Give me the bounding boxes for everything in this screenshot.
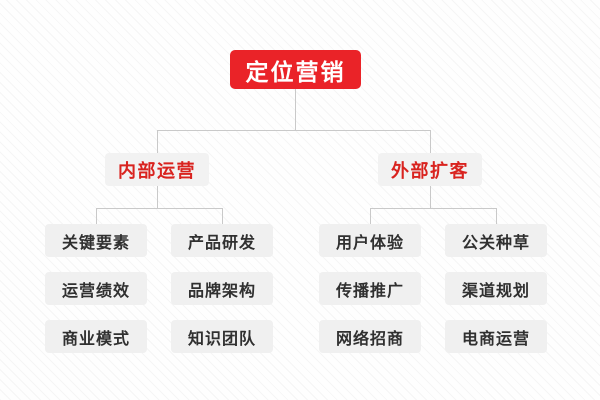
branch-node-internal-operations[interactable]: 内部运营 <box>105 153 209 186</box>
leaf-node[interactable]: 产品研发 <box>171 224 273 257</box>
branch-node-external-acquisition[interactable]: 外部扩客 <box>378 153 482 186</box>
root-node[interactable]: 定位营销 <box>230 50 361 89</box>
leaf-node[interactable]: 关键要素 <box>45 224 147 257</box>
connector-right-col1-drop <box>370 208 371 224</box>
leaf-node[interactable]: 电商运营 <box>445 320 547 353</box>
leaf-node[interactable]: 商业模式 <box>45 320 147 353</box>
leaf-node[interactable]: 网络招商 <box>319 320 421 353</box>
connector-left-stem <box>157 186 158 208</box>
connector-left-col1-drop <box>96 208 97 224</box>
leaf-node[interactable]: 品牌架构 <box>171 272 273 305</box>
connector-branch-left-drop <box>157 130 158 153</box>
leaf-node[interactable]: 运营绩效 <box>45 272 147 305</box>
leaf-node[interactable]: 用户体验 <box>319 224 421 257</box>
leaf-node[interactable]: 公关种草 <box>445 224 547 257</box>
connector-root-stem <box>295 89 296 130</box>
connector-left-bus <box>96 208 223 209</box>
connector-left-col2-drop <box>222 208 223 224</box>
connector-right-stem <box>430 186 431 208</box>
connector-root-bus <box>157 130 431 131</box>
connector-right-col2-drop <box>496 208 497 224</box>
leaf-node[interactable]: 渠道规划 <box>445 272 547 305</box>
leaf-node[interactable]: 传播推广 <box>319 272 421 305</box>
leaf-node[interactable]: 知识团队 <box>171 320 273 353</box>
connector-branch-right-drop <box>430 130 431 153</box>
connector-right-bus <box>370 208 497 209</box>
